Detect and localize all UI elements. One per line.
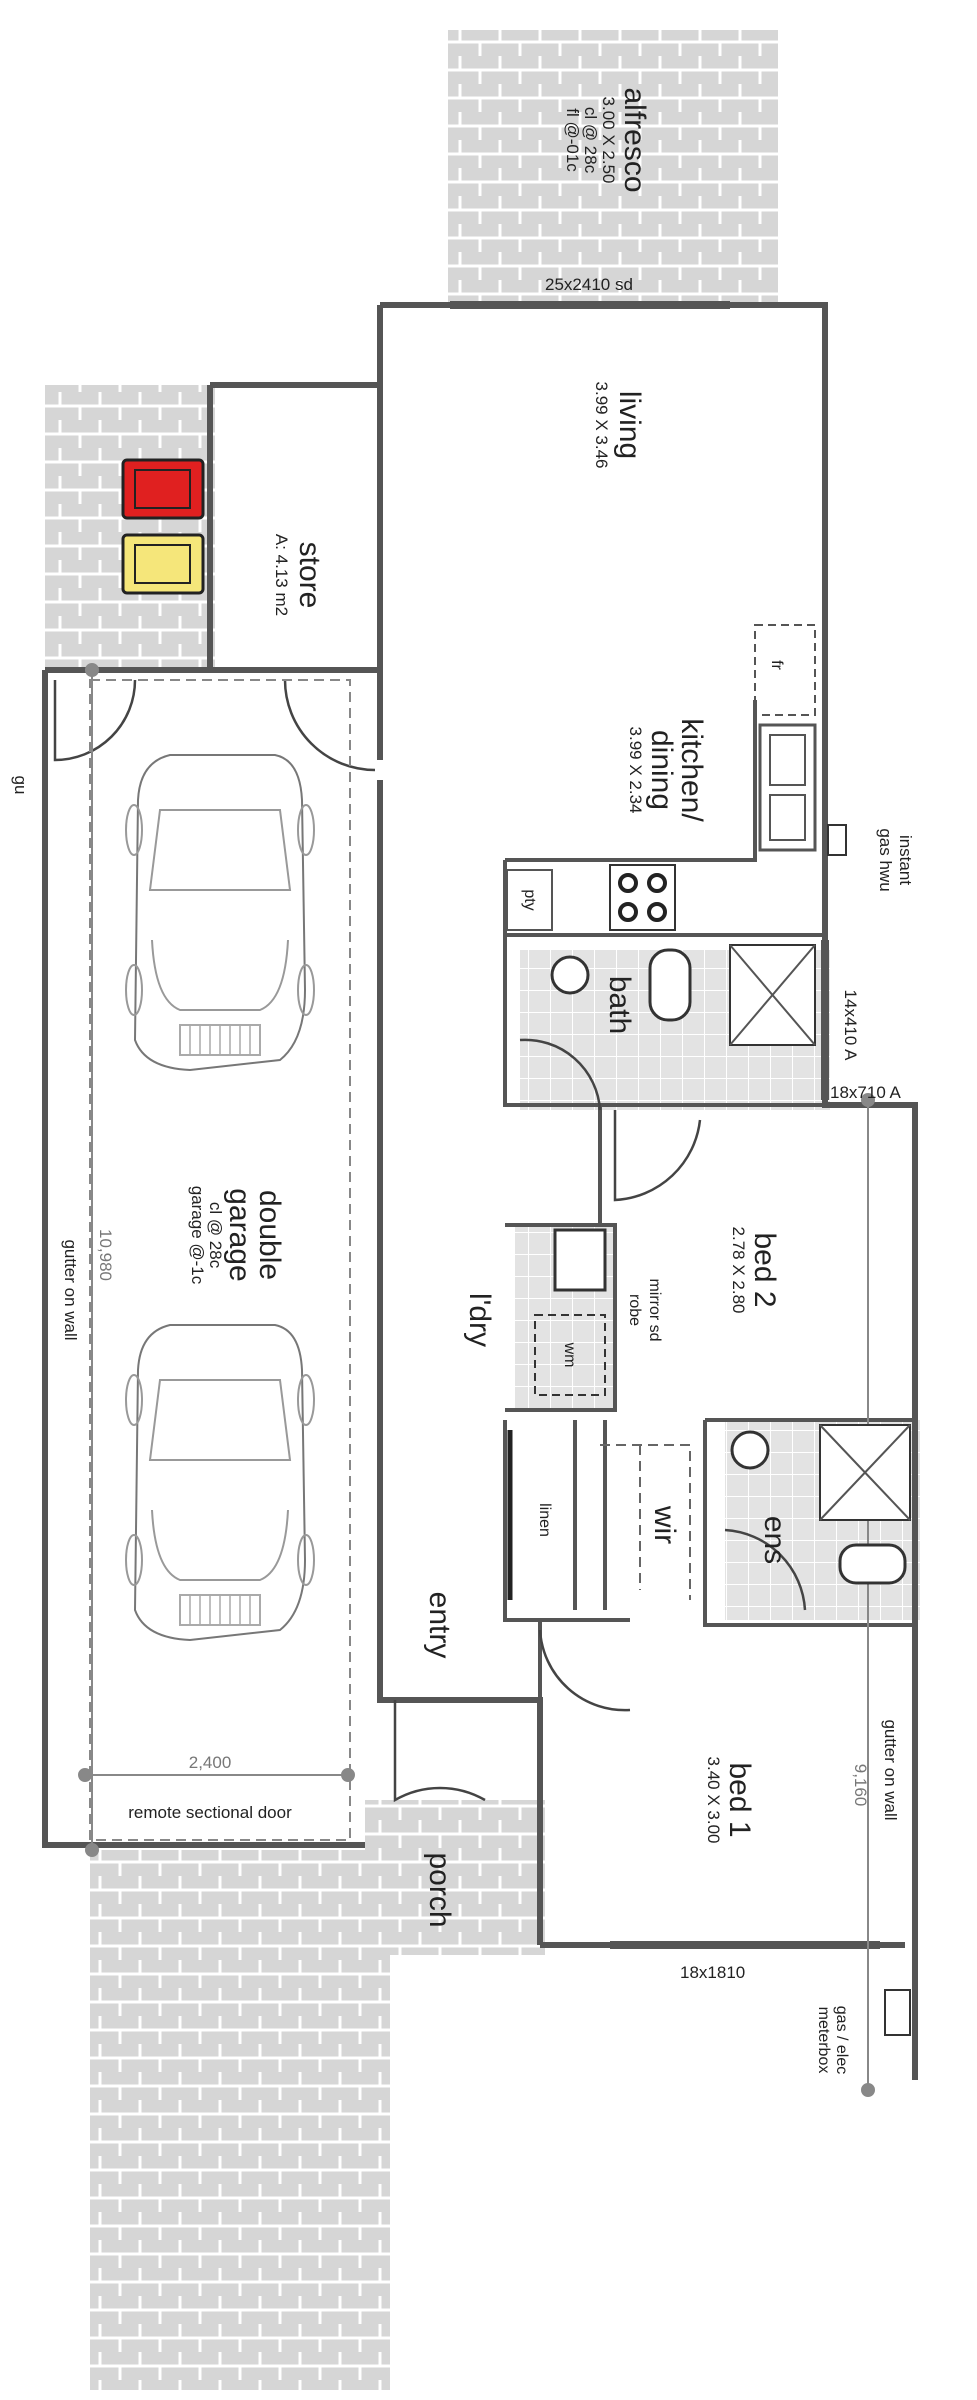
fridge-label: fr [768, 660, 785, 670]
wir-label: wir [648, 1505, 681, 1544]
meterbox [884, 1989, 911, 2036]
svg-text:dining: dining [645, 730, 678, 810]
wm-label: wm [561, 1342, 578, 1368]
pantry-box [506, 869, 553, 931]
svg-text:3.99 X 2.34: 3.99 X 2.34 [626, 727, 645, 814]
sectional-door-label: remote sectional door [128, 1803, 292, 1822]
toilet-bath [648, 948, 692, 1022]
svg-text:garage: garage [223, 1188, 256, 1281]
yellow-bin [121, 533, 205, 595]
kitchen-label: kitchen/ [675, 718, 708, 822]
garage-label: double [253, 1190, 286, 1280]
living-label: living [613, 391, 646, 459]
store-label: store [293, 542, 326, 609]
svg-text:3.99 X 3.46: 3.99 X 3.46 [592, 382, 611, 469]
labels: alfresco 3.00 X 2.50 cl @ 28c fl @-01c l… [11, 87, 915, 2074]
sink [758, 723, 817, 852]
alfresco-paving [448, 30, 778, 305]
laundry-tub [553, 1228, 607, 1292]
car-bottom [125, 1324, 315, 1641]
bed2-label: bed 2 [748, 1232, 781, 1307]
bed1-label: bed 1 [723, 1762, 756, 1837]
basin-ensuite [730, 1430, 770, 1470]
doors [53, 679, 807, 1803]
svg-text:A: 4.13 m2: A: 4.13 m2 [272, 534, 291, 616]
gutter-right-label: gutter on wall [881, 1719, 900, 1820]
house-length-dim: 9,160 [851, 1764, 870, 1807]
svg-text:3.00 X 2.50: 3.00 X 2.50 [599, 97, 618, 184]
washing-machine [534, 1314, 606, 1396]
svg-text:cl @ 28c: cl @ 28c [581, 107, 600, 174]
car-top [125, 754, 315, 1071]
ensuite-label: ens [758, 1516, 791, 1564]
meterbox-label: gas / elec [833, 2006, 850, 2074]
alfresco-label: alfresco [618, 87, 651, 192]
svg-text:2.78 X 2.80: 2.78 X 2.80 [729, 1227, 748, 1314]
entry-label: entry [423, 1592, 456, 1659]
linen-label: linen [536, 1503, 553, 1537]
svg-text:meterbox: meterbox [815, 2007, 832, 2074]
svg-text:cl @ 28c: cl @ 28c [206, 1202, 225, 1269]
window-bed2-label: 18x710 A [830, 1083, 902, 1102]
gutter-left-label: gutter on wall [61, 1239, 80, 1340]
red-bin [121, 458, 205, 520]
pantry-label: pty [521, 889, 538, 910]
svg-text:gas hwu: gas hwu [876, 828, 895, 891]
window-bath-label: 14x410 A [841, 990, 860, 1062]
fridge [754, 624, 816, 716]
mirror-sd-label: mirror sd [646, 1278, 663, 1341]
garage-width-dim: 2,400 [189, 1753, 232, 1772]
robe-label: robe [626, 1294, 643, 1326]
gutter-short-label: gu [11, 776, 30, 795]
svg-text:3.40 X 3.00: 3.40 X 3.00 [704, 1757, 723, 1844]
porch-paving [365, 1800, 545, 1955]
svg-text:fl @-01c: fl @-01c [563, 108, 582, 172]
driveway-paving [90, 1850, 390, 2390]
toilet-ensuite [838, 1543, 907, 1585]
cooktop [609, 864, 676, 931]
svg-text:garage @-1c: garage @-1c [188, 1186, 207, 1285]
laundry-label: l'dry [463, 1293, 496, 1347]
instant-hwu-box [827, 824, 847, 856]
bin-area-paving [45, 385, 215, 670]
interior-walls [503, 700, 915, 1700]
bath-label: bath [603, 976, 636, 1034]
porch-label: porch [423, 1852, 456, 1927]
basin-bath [550, 955, 590, 995]
sliding-door-label: 25x2410 sd [545, 275, 633, 294]
hwu-label: instant [896, 835, 915, 885]
garage-length-dim: 10,980 [96, 1229, 115, 1281]
window-bed1-label: 18x1810 [680, 1963, 745, 1982]
